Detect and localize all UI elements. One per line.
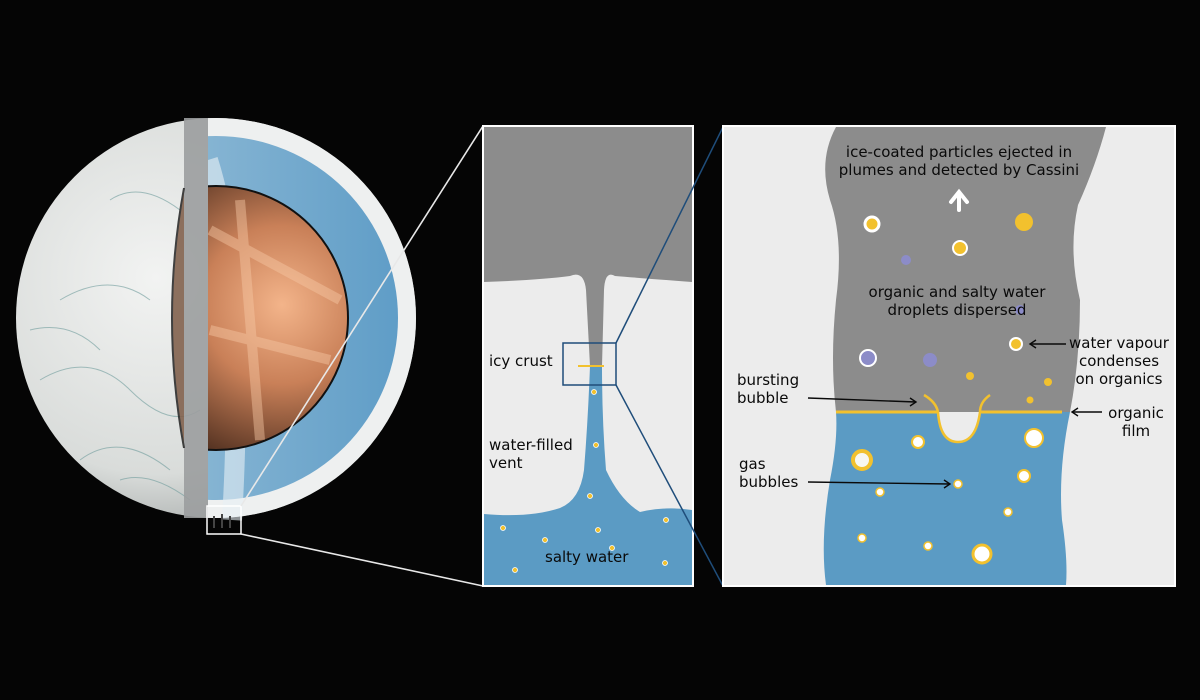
cutaway-interior xyxy=(208,118,416,521)
label-water-filled-vent-line-2: vent xyxy=(489,454,523,472)
label-salty-water: salty water xyxy=(545,548,629,566)
label-icy-crust: icy crust xyxy=(489,352,553,370)
label-water-filled-vent-line-1: water-filled xyxy=(489,436,573,454)
label-bursting-bubble: bursting bubble xyxy=(737,371,799,407)
label-organic-droplets-line-2: droplets dispersed xyxy=(887,301,1027,319)
water-channel xyxy=(484,366,692,585)
bursting-bubble-left-cap xyxy=(923,393,940,413)
label-gas-bubbles-line-1: gas xyxy=(739,455,766,473)
label-bursting-bubble-line-1: bursting xyxy=(737,371,800,389)
enceladus-moon xyxy=(16,118,416,535)
label-organic-droplets-line-1: organic and salty water xyxy=(868,283,1046,301)
arrow-icon xyxy=(807,397,917,403)
label-organic-film-line-2: film xyxy=(1121,422,1151,440)
label-gas-bubbles-line-2: bubbles xyxy=(739,473,799,491)
up-arrow-icon xyxy=(949,188,969,212)
vent-panel xyxy=(482,125,694,587)
moon-vent-highlight-box xyxy=(206,505,242,535)
label-organic-film: organic film xyxy=(1100,404,1172,440)
bursting-bubble-right-cap xyxy=(978,393,991,413)
ice-layer xyxy=(484,127,692,366)
label-arrows xyxy=(807,339,1102,489)
zoom-connector-1 xyxy=(240,125,484,587)
label-gas-bubbles: gas bubbles xyxy=(739,455,798,491)
droplet-panel xyxy=(722,125,1176,587)
ejected-particles xyxy=(859,213,1052,404)
label-organic-film-line-1: organic xyxy=(1108,404,1164,422)
panel2-water xyxy=(823,412,1070,585)
label-water-vapour: water vapour condenses on organics xyxy=(1066,334,1172,388)
label-ice-coated-line-2: plumes and detected by Cassini xyxy=(838,161,1080,179)
label-organic-droplets: organic and salty water droplets dispers… xyxy=(850,283,1064,319)
label-bursting-bubble-line-2: bubble xyxy=(737,389,789,407)
bubble-cup xyxy=(936,411,982,444)
panel1-bubbles xyxy=(500,389,669,573)
label-water-vapour-line-2: condenses xyxy=(1078,352,1160,370)
gas-bubbles xyxy=(851,428,1044,565)
rocky-core xyxy=(208,185,349,451)
panel1-zoom-box xyxy=(562,342,617,386)
cut-plane-edge xyxy=(184,118,208,518)
label-water-vapour-line-1: water vapour xyxy=(1069,334,1169,352)
arrow-icon xyxy=(807,481,951,485)
label-ice-coated-line-1: ice-coated particles ejected in xyxy=(845,143,1073,161)
label-ice-coated-particles: ice-coated particles ejected in plumes a… xyxy=(836,143,1082,179)
zoom-connector-2 xyxy=(615,126,724,587)
label-water-vapour-line-3: on organics xyxy=(1075,370,1163,388)
label-water-filled-vent: water-filled vent xyxy=(489,436,573,472)
